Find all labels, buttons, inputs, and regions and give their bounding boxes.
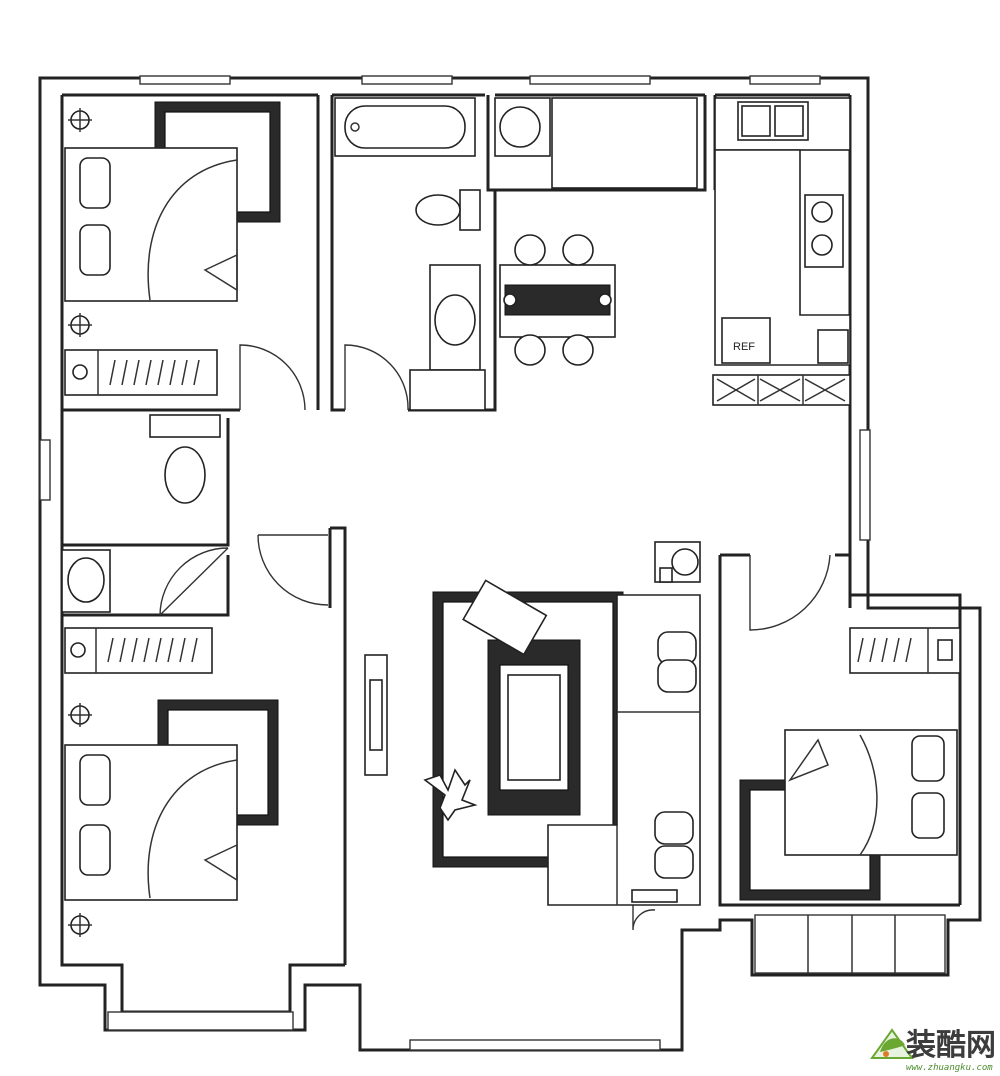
bedroom-3 [739,627,961,901]
door-bathroom [344,344,409,411]
window-top-dining [529,75,651,85]
watermark: 装酷网 www.zhuangku.com [870,1028,996,1073]
door-living-balcony [632,905,656,931]
sink-2 [61,549,111,613]
bay-window-right [754,914,946,974]
window-top-left [139,75,231,85]
bathtub [334,97,476,157]
window-left-bath [39,439,51,501]
living-room [364,541,701,906]
bed-2 [64,744,238,901]
door-bathroom-2 [159,547,229,616]
bedroom-2 [64,627,279,937]
armchair [462,579,548,656]
fridge: REF [721,317,771,364]
kitchen: REF [712,97,851,406]
plant-icon [423,768,478,822]
sink-icon [737,101,809,141]
coffee-table [487,639,581,816]
wardrobe-bedroom-1 [64,349,218,396]
dining-area [494,97,698,366]
washing-machine [494,97,551,157]
cabinet-dining [551,97,698,189]
window-top-kitchen [749,75,821,85]
dining-table [499,234,616,366]
window-bottom-living [409,1039,661,1051]
sofa [547,594,701,906]
side-table-lamp-icon [654,541,701,583]
stove-icon [804,194,844,268]
window-top-bath [361,75,453,85]
wardrobe-bedroom-3 [849,627,961,674]
chair-icon [514,234,594,366]
door-bedroom-1 [239,344,306,411]
bedroom-1 [64,101,281,396]
bathroom-2 [61,414,221,613]
lamp-icon [68,108,92,132]
vanity-sink [409,264,486,411]
window-bottom-left [107,1011,294,1031]
house-leaf-logo-icon [870,1028,914,1059]
wardrobe-bedroom-2 [64,627,213,674]
window-right-hall [859,429,871,541]
bed-1 [64,147,238,302]
toilet-2 [149,414,221,504]
windows [39,75,946,1051]
lamp-icon [68,913,92,937]
fridge-label: REF [733,341,755,353]
kitchen-cabinets [712,374,851,406]
door-bedroom-2 [257,534,329,606]
toilet [415,189,481,231]
lamp-icon [68,313,92,337]
door-bedroom-3 [749,554,831,631]
bed-3 [784,729,958,856]
lamp-icon [68,703,92,727]
bathroom-1 [334,97,486,411]
doors [159,344,831,931]
watermark-site: www.zhuangku.com [906,1063,993,1073]
watermark-brand: 装酷网 [906,1028,996,1063]
tv-cabinet [364,654,388,776]
